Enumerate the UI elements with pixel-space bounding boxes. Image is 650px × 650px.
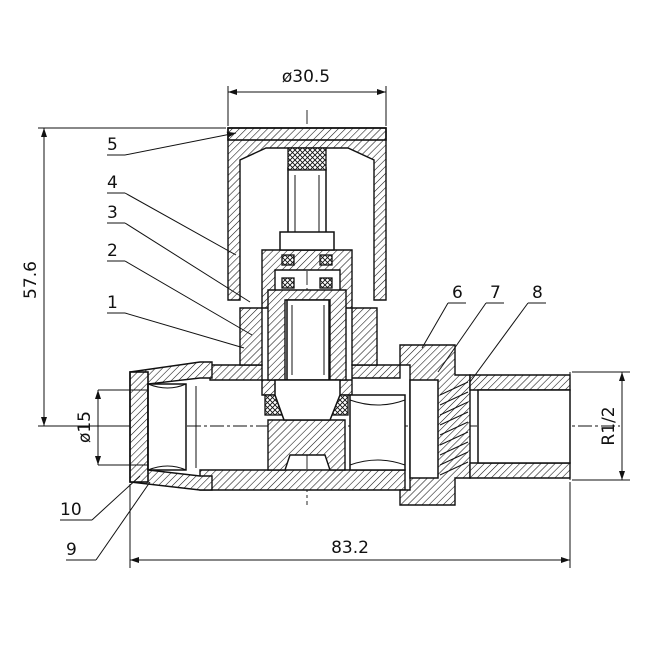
spindle [274,167,341,421]
inlet-diameter-text: ø15 [75,411,95,443]
svg-text:8: 8 [532,283,543,303]
thread-hatching [439,381,469,476]
svg-text:4: 4 [107,173,118,193]
dimension-height: 57.6 [21,127,226,427]
part-label-5: 5 [107,131,237,156]
hand-cap [227,127,387,301]
part-label-2: 2 [107,241,253,336]
dimension-length: 83.2 [129,482,571,568]
part-label-1: 1 [107,293,245,349]
part-label-7: 7 [437,283,504,373]
dimension-thread: R1/2 [572,371,630,481]
dimension-top-diameter: ø30.5 [227,67,387,126]
svg-text:1: 1 [107,293,118,313]
svg-text:9: 9 [66,540,77,560]
part-label-3: 3 [107,203,251,303]
thread-text: R1/2 [599,406,619,445]
top-diameter-text: ø30.5 [282,67,330,87]
height-text: 57.6 [21,261,41,299]
part-label-4: 4 [107,173,237,256]
outlet-union [349,344,571,506]
length-text: 83.2 [331,538,369,558]
part-label-8: 8 [469,283,546,383]
svg-text:2: 2 [107,241,118,261]
svg-text:7: 7 [490,283,501,303]
svg-text:5: 5 [107,135,118,155]
part-label-10: 10 [60,475,141,521]
svg-text:3: 3 [107,203,118,223]
svg-text:10: 10 [60,500,82,520]
dimension-inlet-diameter: ø15 [75,390,101,465]
part-label-6: 6 [421,283,466,349]
part-label-9: 9 [66,481,151,561]
svg-text:6: 6 [452,283,463,303]
